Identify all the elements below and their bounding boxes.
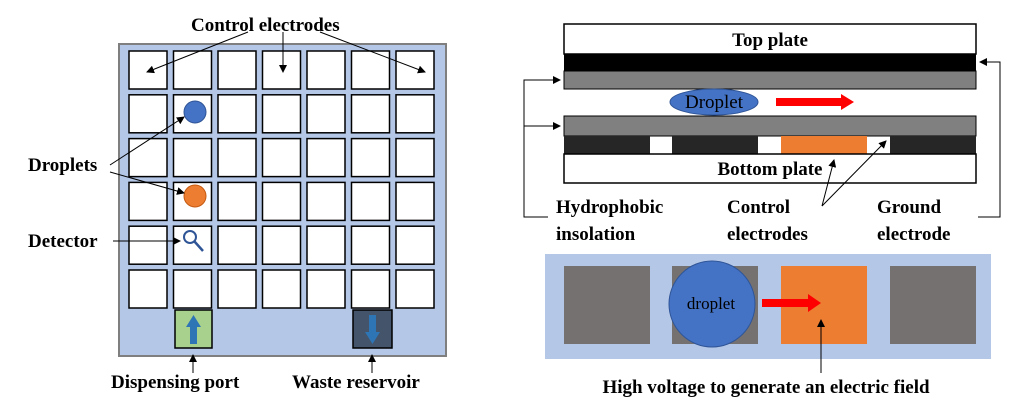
- motion-arrow-bottom: [762, 294, 821, 312]
- electrode-cell: [172, 269, 213, 309]
- droplet-orange: [183, 184, 207, 208]
- electrode-cell: [261, 137, 302, 178]
- dispensing-port-label: Dispensing port: [111, 372, 240, 393]
- control-label-2: electrodes: [727, 224, 808, 245]
- electrode-grid: [128, 50, 435, 309]
- electrode-cell: [350, 181, 391, 222]
- electrode-cell: [306, 137, 346, 178]
- ground-label-1: Ground: [877, 197, 942, 218]
- electrode-cell: [306, 225, 346, 265]
- electrode-dark-2: [672, 136, 758, 154]
- electrode-active: [781, 136, 867, 154]
- wiring-lines: [523, 58, 1001, 218]
- electrode-cell: [350, 50, 391, 90]
- bottom-plate: [563, 153, 977, 184]
- electrode-cell: [128, 137, 168, 178]
- droplet-blue: [183, 100, 207, 124]
- top-plate-electrode: [564, 54, 976, 71]
- electrode-cell: [395, 137, 435, 178]
- electrode-cell: [172, 137, 213, 178]
- electrode-dark-1: [564, 136, 650, 154]
- electrode-cell: [217, 137, 257, 178]
- electrode-cell: [306, 50, 346, 90]
- electrode-dark-3: [890, 136, 976, 154]
- electrode-cell: [395, 181, 435, 222]
- electrode-cell: [395, 225, 435, 265]
- electrode-cell: [350, 225, 391, 265]
- electrode-cell: [306, 269, 346, 309]
- electrode-cell: [217, 94, 257, 134]
- electrode-cell: [261, 269, 302, 309]
- motion-arrow-top: [776, 94, 854, 110]
- droplets-label: Droplets: [28, 155, 97, 176]
- top-plate: [563, 23, 977, 55]
- waste-reservoir-label: Waste reservoir: [292, 372, 420, 393]
- electrode-cell: [306, 94, 346, 134]
- cross-section-diagram: Droplet Top plate Bottom plate Hydrophob…: [523, 23, 1001, 398]
- inactive-electrode-1: [564, 266, 650, 344]
- up-arrow-icon: [186, 315, 201, 344]
- electrode-cell: [261, 225, 302, 265]
- top-hydrophobic-layer: [563, 70, 977, 90]
- high-voltage-label: High voltage to generate an electric fie…: [602, 377, 930, 398]
- electrode-cell: [128, 94, 168, 134]
- droplet-top-view-label: droplet: [687, 294, 735, 313]
- electrode-cell: [217, 181, 257, 222]
- droplet-top-view: [668, 260, 756, 348]
- bottom-plate-label: Bottom plate: [717, 159, 822, 180]
- electrode-cell: [395, 269, 435, 309]
- annotation-arrows: [109, 31, 426, 373]
- bottom-hydrophobic-layer: [563, 115, 977, 137]
- droplet-side-label: Droplet: [685, 92, 744, 113]
- hydrophobic-label-1: Hydrophobic: [556, 197, 663, 218]
- electrode-cell: [128, 225, 168, 265]
- electrode-cell: [128, 181, 168, 222]
- electrode-cell: [172, 50, 213, 90]
- electrode-cell: [395, 94, 435, 134]
- electrode-cell: [217, 225, 257, 265]
- electrode-cell: [217, 50, 257, 90]
- electrode-cell: [128, 269, 168, 309]
- electrode-cell: [350, 269, 391, 309]
- electrode-cell: [350, 94, 391, 134]
- electrode-cell: [395, 50, 435, 90]
- hydrophobic-label-2: insolation: [556, 224, 636, 245]
- ground-label-2: electrode: [877, 224, 951, 245]
- control-label-1: Control: [727, 197, 790, 218]
- electrode-cell: [306, 181, 346, 222]
- inactive-electrode-3: [890, 266, 976, 344]
- electrode-cell: [261, 181, 302, 222]
- electrode-cell: [217, 269, 257, 309]
- down-arrow-icon: [365, 315, 380, 344]
- electrode-cell: [128, 50, 168, 90]
- biochip-diagram: Control electrodes Droplets Detector Dis…: [28, 15, 447, 393]
- electrode-cell: [350, 137, 391, 178]
- detector-label: Detector: [28, 231, 98, 252]
- electrode-cell: [261, 94, 302, 134]
- control-electrodes-label: Control electrodes: [191, 15, 340, 36]
- magnifier-icon: [183, 230, 204, 252]
- electrode-cell: [261, 50, 302, 90]
- droplet-side: [669, 88, 759, 116]
- top-plate-label: Top plate: [732, 30, 808, 51]
- electrode-cell: [172, 225, 213, 265]
